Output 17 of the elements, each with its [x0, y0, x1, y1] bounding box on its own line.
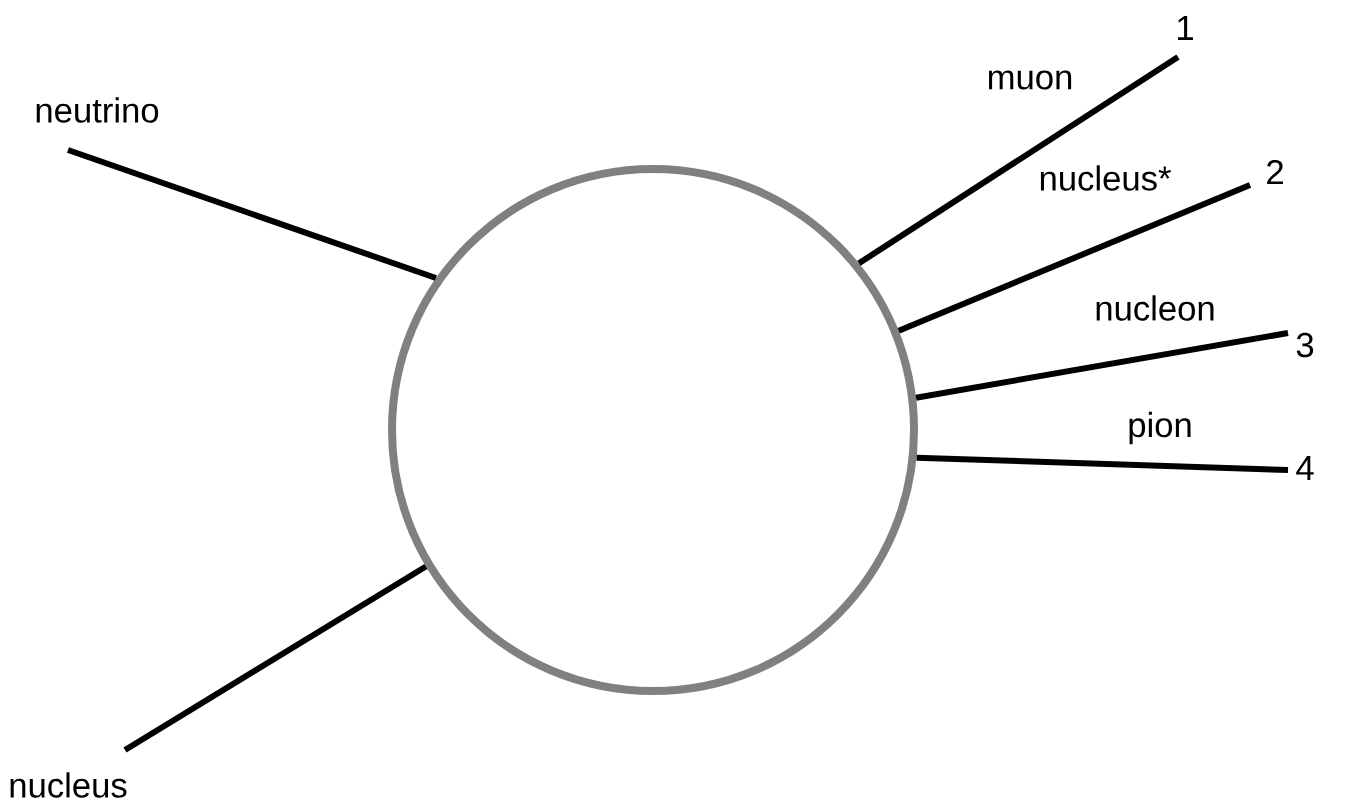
edge-label: nucleon: [1092, 293, 1218, 323]
circle: [388, 165, 918, 695]
particle-label: nucleus: [10, 772, 127, 798]
edge-label: muon: [985, 69, 1075, 91]
edge-label: pion: [1125, 410, 1195, 446]
line: [916, 454, 1289, 473]
end-number: 2: [1267, 159, 1283, 185]
particle-label: neutrino: [36, 97, 159, 123]
line: [123, 563, 428, 753]
end-number: 1: [1178, 16, 1193, 40]
edge-label: nucleus*: [1037, 163, 1173, 193]
line: [857, 54, 1180, 266]
line: [915, 330, 1289, 401]
line: [897, 182, 1252, 334]
end-number: 3: [1296, 332, 1314, 358]
end-number: 4: [1296, 456, 1314, 480]
line: [67, 147, 437, 281]
